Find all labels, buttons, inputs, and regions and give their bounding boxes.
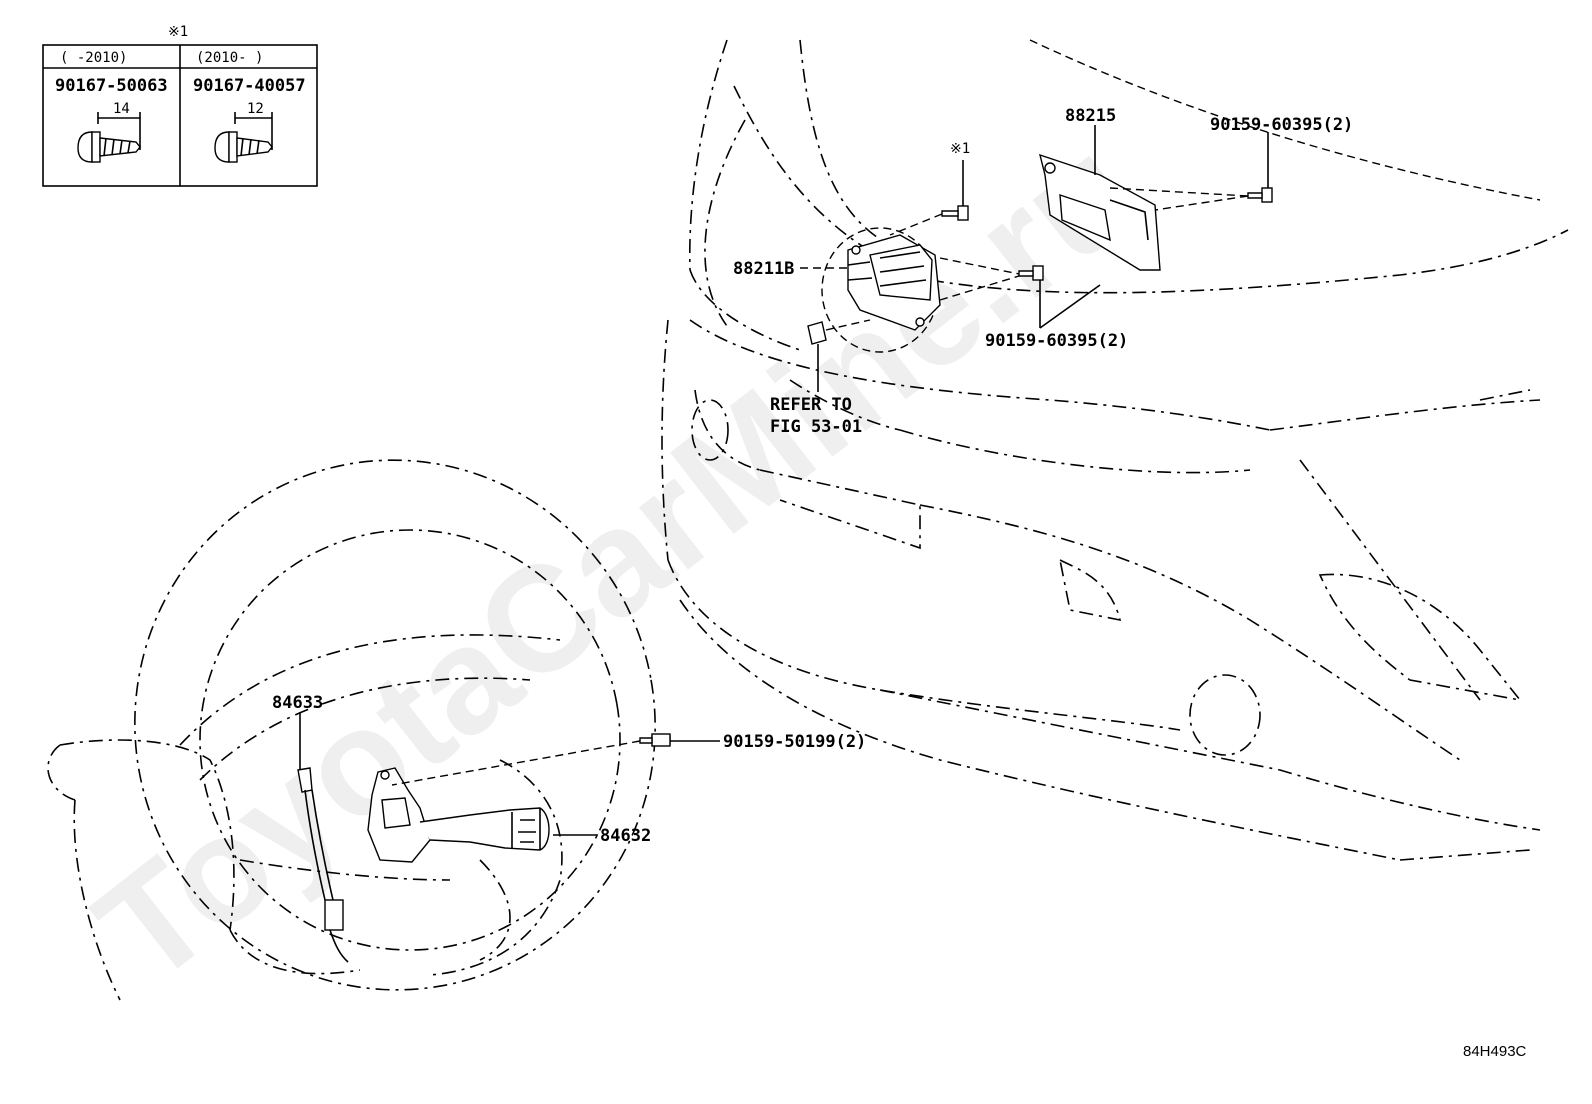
label-cable: 84633	[272, 693, 323, 713]
dashed-bracket-bolt-path	[1154, 195, 1249, 211]
legend-range-2: (2010- )	[196, 50, 263, 66]
screw-icon	[77, 112, 141, 163]
label-refer-line2: FIG 53-01	[770, 417, 862, 437]
bolt-icon	[941, 205, 969, 221]
watermark: ToyotaCarMine.ru	[66, 105, 1165, 1016]
dashed-bolt-path	[889, 213, 943, 236]
dashed-switch-screw-path	[391, 740, 641, 786]
label-switch-screw: 90159-50199(2)	[723, 732, 866, 752]
steering-wheel-outline	[47, 459, 656, 1001]
screw-icon	[639, 733, 671, 747]
label-bracket-bolt: 90159-60395(2)	[1210, 115, 1353, 135]
dashed-bracket-path	[1109, 187, 1249, 197]
vehicle-front-outline	[661, 39, 1569, 861]
legend-part-1: 90167-50063	[55, 76, 168, 96]
figure-code: 84H493C	[1463, 1043, 1527, 1060]
label-switch: 84632	[600, 826, 651, 846]
dashed-sensor-bolt-path	[939, 257, 1020, 275]
radar-sensor	[821, 227, 941, 353]
legend-dim-2: 12	[247, 101, 264, 117]
leader-sensor-bolt-branch	[1039, 284, 1101, 329]
cruise-control-switch	[367, 767, 550, 863]
legend-part-2: 90167-40057	[193, 76, 306, 96]
label-bracket: 88215	[1065, 106, 1116, 126]
legend-table: ※1 ( -2010) (2010- ) 90167-50063 90167-4…	[42, 24, 318, 187]
label-refer-line1: REFER TO	[770, 395, 852, 415]
legend-range-1: ( -2010)	[60, 50, 127, 66]
legend-dim-1: 14	[113, 101, 130, 117]
bolt-icon	[1018, 265, 1044, 281]
label-sensor-bolt: 90159-60395(2)	[985, 331, 1128, 351]
mounting-bracket	[1039, 153, 1161, 271]
cruise-control-cable	[297, 767, 349, 963]
screw-icon	[214, 112, 273, 163]
bolt-icon	[1247, 187, 1273, 203]
legend-mark: ※1	[168, 24, 188, 40]
label-sensor: 88211B	[733, 259, 794, 279]
label-bolt-mark: ※1	[950, 141, 970, 157]
dashed-clip-path	[825, 319, 871, 331]
dashed-sensor-bolt-path-2	[939, 275, 1020, 301]
clip-icon	[807, 321, 827, 345]
